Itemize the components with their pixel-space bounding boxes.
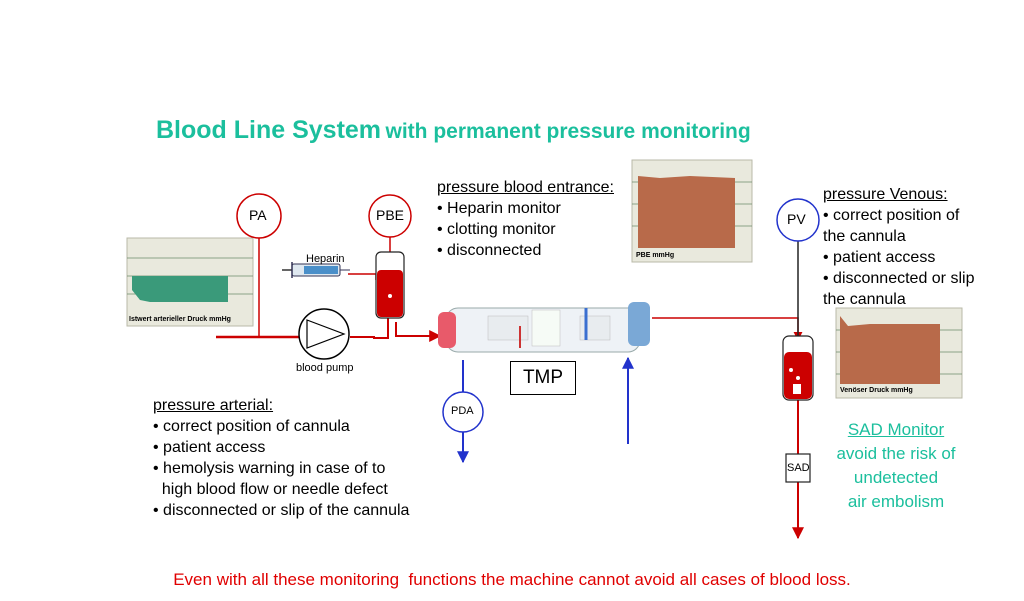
list-item: • disconnected or slip (823, 270, 975, 287)
pbe-monitor-caption: PBE mmHg (636, 252, 675, 259)
page-title: Blood Line System with permanent pressur… (156, 116, 751, 145)
pressure-arterial-heading: pressure arterial: (153, 397, 274, 414)
list-item: • clotting monitor (437, 221, 556, 238)
arterial-to-dialyzer-line (395, 322, 442, 342)
sad-detector (785, 453, 811, 483)
pda-label: PDA (451, 405, 474, 417)
pbe-label: PBE (376, 207, 405, 223)
venous-monitor-caption: Venöser Druck mmHg (840, 387, 913, 394)
title-sub: with permanent pressure monitoring (385, 120, 751, 143)
arterial-monitor-caption: Istwert arterieller Druck mmHg (129, 316, 231, 323)
arterial-monitor (126, 237, 254, 327)
list-item: high blood flow or needle defect (153, 481, 388, 498)
list-item: • disconnected or slip of the cannula (153, 502, 410, 519)
heparin-syringe-icon (282, 262, 350, 278)
pa-label: PA (249, 207, 267, 223)
pbe-sensor-circle (368, 194, 412, 238)
list-item: • correct position of cannula (153, 418, 350, 435)
list-item: the cannula (823, 291, 906, 308)
sad-monitor-line: air embolism (847, 492, 945, 511)
pressure-venous-heading: pressure Venous: (823, 186, 948, 203)
heparin-line (348, 273, 377, 280)
pressure-entrance-heading: pressure blood entrance: (437, 179, 614, 196)
sad-monitor-line: avoid the risk of (836, 444, 956, 463)
sad-monitor-block: SAD Monitor avoid the risk of undetected… (816, 418, 976, 514)
footer-note: Even with all these monitoring functions… (173, 570, 851, 589)
pressure-arterial-block: pressure arterial: • correct position of… (153, 395, 409, 521)
pv-sensor-circle (776, 198, 820, 242)
dialyzer (438, 302, 650, 353)
sad-monitor-title: SAD Monitor (847, 420, 945, 439)
pda-sensor-circle (442, 391, 484, 433)
venous-line (652, 317, 803, 341)
list-item: • correct position of (823, 207, 960, 224)
pbe-monitor (631, 159, 753, 263)
pv-label: PV (787, 211, 806, 227)
sad-label: SAD (787, 462, 810, 474)
blood-pump-label: blood pump (296, 362, 354, 374)
list-item: • hemolysis warning in case of to (153, 460, 386, 477)
pbe-chamber (375, 251, 405, 319)
tmp-box: TMP (510, 361, 576, 395)
pa-sensor-circle (236, 193, 282, 239)
list-item: • patient access (153, 439, 266, 456)
venous-monitor (835, 307, 963, 399)
pressure-venous-block: pressure Venous: • correct position of t… (823, 184, 974, 310)
heparin-label: Heparin (306, 253, 345, 265)
blood-pump (298, 308, 350, 360)
venous-chamber (782, 335, 814, 401)
sad-monitor-line: undetected (853, 468, 939, 487)
pressure-entrance-block: pressure blood entrance: • Heparin monit… (437, 177, 614, 261)
list-item: • Heparin monitor (437, 200, 561, 217)
list-item: • disconnected (437, 242, 542, 259)
title-main: Blood Line System (156, 116, 382, 144)
list-item: • patient access (823, 249, 936, 266)
list-item: the cannula (823, 228, 906, 245)
